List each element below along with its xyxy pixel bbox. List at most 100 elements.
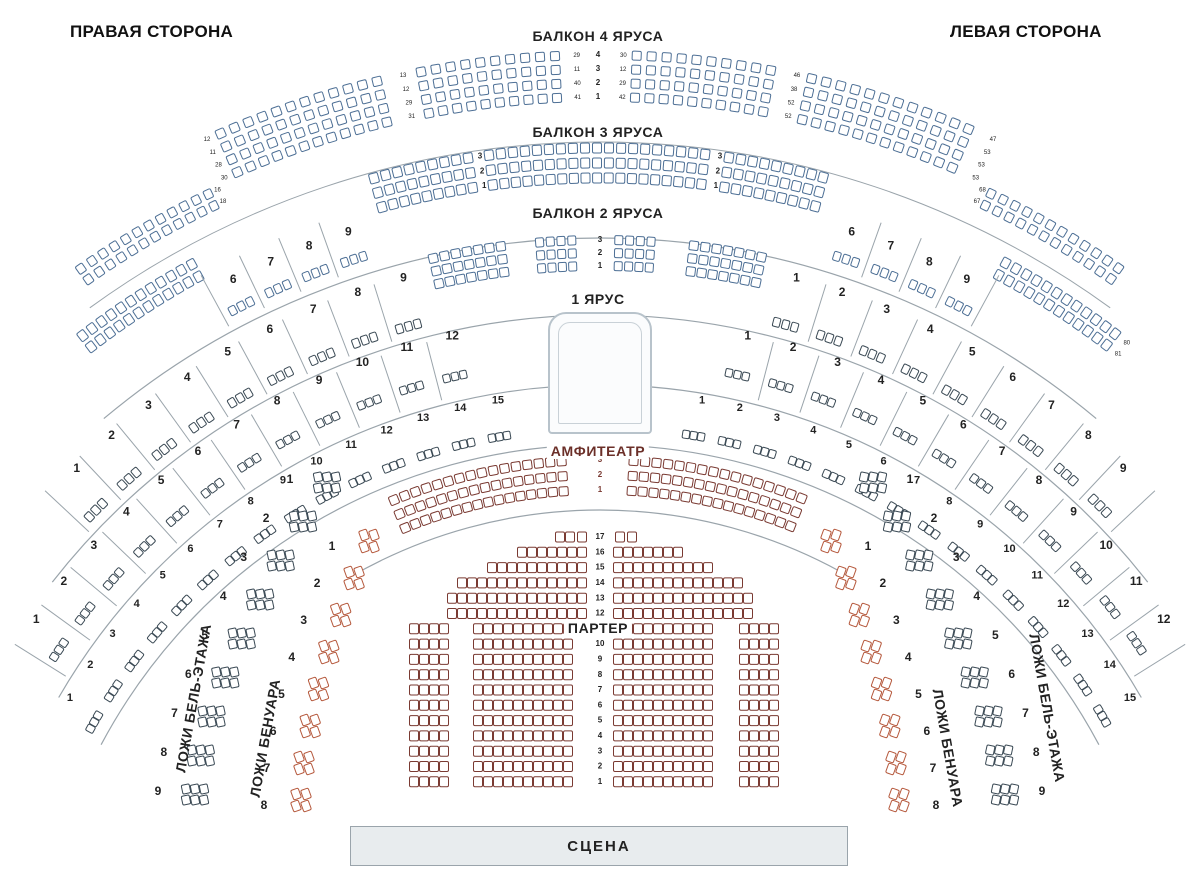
amphitheater-seat[interactable] xyxy=(398,489,411,502)
balcony-2-seat[interactable] xyxy=(742,261,754,274)
beletage-box-seat[interactable] xyxy=(198,794,210,806)
balcony-4-seat[interactable] xyxy=(356,79,369,91)
tier-1-box-seat[interactable] xyxy=(1075,567,1087,579)
parterre-seat[interactable] xyxy=(553,623,563,635)
balcony-4-seat[interactable] xyxy=(190,194,202,206)
balcony-2-box-seat[interactable] xyxy=(908,367,920,379)
balcony-4-seat[interactable] xyxy=(1079,240,1091,252)
benoir-box-seat[interactable] xyxy=(317,676,330,690)
tier-1-box-seat[interactable] xyxy=(200,488,211,499)
beletage-box-seat[interactable] xyxy=(867,471,879,483)
balcony-4-seat[interactable] xyxy=(929,125,942,137)
balcony-2-seat[interactable] xyxy=(711,243,722,255)
parterre-seat[interactable] xyxy=(693,638,703,650)
balcony-3-seat[interactable] xyxy=(764,189,776,202)
parterre-seat[interactable] xyxy=(673,592,683,604)
balcony-4-seat[interactable] xyxy=(1003,211,1015,224)
balcony-2-seat[interactable] xyxy=(696,267,707,279)
parterre-seat[interactable] xyxy=(663,546,673,558)
balcony-2-seat[interactable] xyxy=(720,258,732,269)
balcony-4-seat[interactable] xyxy=(104,258,117,271)
balcony-4-seat[interactable] xyxy=(911,133,923,145)
balcony-4-seat[interactable] xyxy=(464,86,475,98)
balcony-4-seat[interactable] xyxy=(729,101,741,113)
balcony-3-seat[interactable] xyxy=(391,166,404,179)
balcony-2-seat[interactable] xyxy=(635,235,645,247)
beletage-box-seat[interactable] xyxy=(245,638,256,650)
balcony-3-seat[interactable] xyxy=(580,172,591,184)
amphitheater-seat[interactable] xyxy=(533,458,545,469)
parterre-seat[interactable] xyxy=(653,562,663,574)
parterre-seat[interactable] xyxy=(643,608,653,619)
balcony-2-box-seat[interactable] xyxy=(83,511,95,523)
tier-1-box-seat[interactable] xyxy=(1033,621,1044,633)
beletage-box-seat[interactable] xyxy=(969,677,980,689)
parterre-seat[interactable] xyxy=(409,776,419,788)
parterre-seat[interactable] xyxy=(663,699,673,711)
tier-1-box-seat[interactable] xyxy=(208,569,219,580)
tier-1-box-seat[interactable] xyxy=(133,649,145,661)
parterre-seat[interactable] xyxy=(673,623,683,635)
beletage-box-seat[interactable] xyxy=(197,716,208,728)
balcony-2-seat[interactable] xyxy=(557,248,567,260)
tier-1-box-seat[interactable] xyxy=(1002,589,1014,601)
amphitheater-seat[interactable] xyxy=(436,493,448,505)
balcony-4-seat[interactable] xyxy=(299,95,311,108)
balcony-3-seat[interactable] xyxy=(1023,286,1036,299)
amphitheater-seat[interactable] xyxy=(752,477,764,489)
amphitheater-seat[interactable] xyxy=(660,473,672,485)
tier-1-box-seat[interactable] xyxy=(202,574,214,586)
balcony-3-seat[interactable] xyxy=(426,158,439,171)
balcony-3-seat[interactable] xyxy=(649,174,661,186)
benoir-box-seat[interactable] xyxy=(293,750,305,764)
balcony-3-seat[interactable] xyxy=(735,153,747,166)
balcony-3-seat[interactable] xyxy=(1081,324,1094,338)
parterre-seat[interactable] xyxy=(487,592,497,604)
parterre-seat[interactable] xyxy=(633,669,643,681)
balcony-3-seat[interactable] xyxy=(134,288,147,301)
parterre-seat[interactable] xyxy=(483,715,493,727)
balcony-2-seat[interactable] xyxy=(623,261,634,272)
parterre-seat[interactable] xyxy=(513,638,523,650)
balcony-2-seat[interactable] xyxy=(728,272,740,284)
balcony-4-seat[interactable] xyxy=(745,89,757,101)
beletage-box-seat[interactable] xyxy=(297,521,309,533)
amphitheater-seat[interactable] xyxy=(479,481,491,494)
beletage-box-seat[interactable] xyxy=(275,560,286,572)
balcony-4-seat[interactable] xyxy=(371,75,383,88)
benoir-box-seat[interactable] xyxy=(328,651,340,665)
balcony-2-box-seat[interactable] xyxy=(96,498,108,510)
balcony-3-seat[interactable] xyxy=(798,197,810,210)
parterre-seat[interactable] xyxy=(613,577,623,589)
parterre-seat[interactable] xyxy=(473,761,483,772)
tier-1-box-seat[interactable] xyxy=(442,373,452,384)
tier-1-box-seat[interactable] xyxy=(886,501,897,512)
benoir-box-seat[interactable] xyxy=(300,787,312,801)
parterre-seat[interactable] xyxy=(503,638,513,650)
balcony-2-seat[interactable] xyxy=(472,244,484,256)
royal-box[interactable] xyxy=(548,312,652,434)
tier-1-box-seat[interactable] xyxy=(867,414,878,426)
balcony-2-seat[interactable] xyxy=(534,237,545,248)
benoir-box-seat[interactable] xyxy=(820,540,832,554)
balcony-4-seat[interactable] xyxy=(1072,251,1084,263)
balcony-3-box-seat[interactable] xyxy=(358,250,368,262)
beletage-box-seat[interactable] xyxy=(891,521,903,533)
parterre-seat[interactable] xyxy=(673,684,683,696)
tier-1-box-seat[interactable] xyxy=(108,685,119,696)
parterre-seat[interactable] xyxy=(507,562,517,574)
tier-1-box-seat[interactable] xyxy=(315,418,326,429)
tier-1-box-seat[interactable] xyxy=(431,446,441,457)
balcony-4-seat[interactable] xyxy=(920,106,933,119)
parterre-seat[interactable] xyxy=(643,745,653,757)
balcony-3-seat[interactable] xyxy=(395,180,407,193)
beletage-box-seat[interactable] xyxy=(206,716,217,728)
balcony-4-seat[interactable] xyxy=(838,124,850,136)
balcony-4-seat[interactable] xyxy=(915,119,928,132)
parterre-seat[interactable] xyxy=(523,623,533,635)
balcony-3-seat[interactable] xyxy=(531,144,543,157)
balcony-2-box-seat[interactable] xyxy=(267,374,278,386)
amphitheater-seat[interactable] xyxy=(512,475,524,487)
parterre-seat[interactable] xyxy=(563,653,573,665)
balcony-4-seat[interactable] xyxy=(462,73,473,84)
